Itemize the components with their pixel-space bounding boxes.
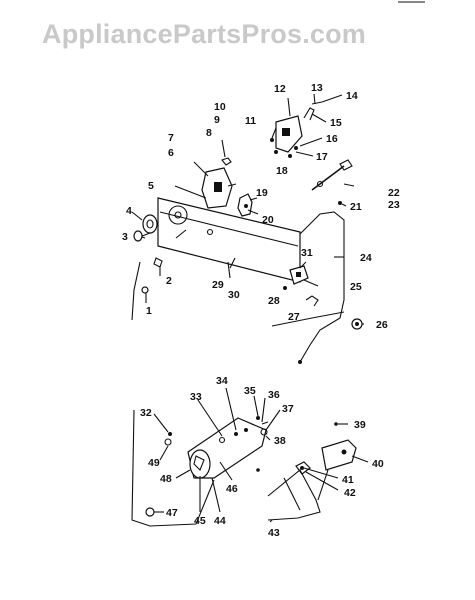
callout-29: 29 [212, 279, 224, 291]
callout-7: 7 [168, 132, 174, 144]
wire-lower-right [267, 469, 321, 521]
callout-22: 22 [388, 187, 400, 199]
wire-harness-24 [299, 211, 345, 363]
callout-12: 12 [274, 83, 286, 95]
callout-40: 40 [372, 458, 384, 470]
washer-49 [164, 438, 172, 446]
wire-lower-mid [283, 477, 301, 511]
callout-28: 28 [268, 295, 280, 307]
bracket-40 [321, 439, 357, 471]
callout-10: 10 [214, 101, 226, 113]
lower-assembly [131, 409, 357, 527]
callout-14: 14 [346, 90, 358, 102]
knob-part [142, 214, 158, 234]
wire-end [298, 360, 302, 364]
watermark-text: AppliancePartsPros.com [42, 19, 366, 49]
callout-9: 9 [214, 114, 220, 126]
callout-32: 32 [140, 407, 152, 419]
callout-38: 38 [274, 435, 286, 447]
callout-44: 44 [214, 515, 226, 527]
grommet-47 [145, 507, 155, 517]
callout-3: 3 [122, 231, 128, 243]
callout-43: 43 [268, 527, 280, 539]
callout-30: 30 [228, 289, 240, 301]
screw-35 [256, 416, 260, 420]
bracket-25 [289, 265, 309, 285]
callout-37: 37 [282, 403, 294, 415]
callout-18: 18 [276, 165, 288, 177]
bracket-19 [237, 193, 253, 217]
callout-17: 17 [316, 151, 328, 163]
screw-3 [133, 230, 151, 242]
callout-49: 49 [148, 457, 160, 469]
callout-19: 19 [256, 187, 268, 199]
leader-lines-lower [153, 387, 369, 523]
callout-23: 23 [388, 199, 400, 211]
callout-46: 46 [226, 483, 238, 495]
wire-left [131, 261, 141, 321]
screw-1 [141, 286, 149, 294]
callout-13: 13 [311, 82, 323, 94]
rod-22 [311, 159, 353, 191]
callout-21: 21 [350, 201, 362, 213]
callout-11: 11 [245, 115, 256, 127]
clip-41 [295, 461, 311, 475]
callout-26: 26 [376, 319, 388, 331]
callout-48: 48 [160, 473, 172, 485]
washer-37 [260, 428, 268, 436]
callout-15: 15 [330, 117, 342, 129]
callout-6: 6 [168, 147, 174, 159]
callout-16: 16 [326, 133, 338, 145]
screw-32 [168, 432, 172, 436]
callout-1: 1 [146, 305, 152, 317]
callout-labels: 1 2 3 4 5 6 7 8 9 10 11 12 13 14 15 16 1… [122, 82, 400, 539]
callout-25: 25 [350, 281, 362, 293]
callout-45: 45 [194, 515, 206, 527]
callout-36: 36 [268, 389, 280, 401]
callout-39: 39 [354, 419, 366, 431]
callout-8: 8 [206, 127, 212, 139]
terminal-block [270, 101, 323, 158]
callout-41: 41 [342, 474, 354, 486]
grommet-26 [351, 318, 363, 330]
callout-24: 24 [360, 252, 372, 264]
clip-27 [305, 295, 319, 307]
leader-lines-upper [131, 93, 364, 325]
callout-27: 27 [288, 311, 300, 323]
wire-branch [271, 311, 345, 327]
housing-part [187, 417, 267, 479]
callout-35: 35 [244, 385, 256, 397]
clip-8 [221, 157, 232, 166]
clip-36 [261, 421, 269, 425]
callout-34: 34 [216, 375, 228, 387]
callout-5: 5 [148, 180, 154, 192]
clip-2 [153, 257, 163, 268]
switch-part [201, 167, 237, 209]
callout-42: 42 [344, 487, 356, 499]
dot-part [256, 468, 260, 472]
wire-lower-left [131, 409, 215, 527]
callout-2: 2 [166, 275, 172, 287]
callout-31: 31 [301, 247, 313, 259]
screw-39 [334, 422, 338, 426]
callout-33: 33 [190, 391, 202, 403]
screw-21 [338, 201, 342, 205]
screw-28 [283, 286, 287, 290]
callout-4: 4 [126, 205, 132, 217]
callout-20: 20 [262, 214, 274, 226]
callout-47: 47 [166, 507, 178, 519]
